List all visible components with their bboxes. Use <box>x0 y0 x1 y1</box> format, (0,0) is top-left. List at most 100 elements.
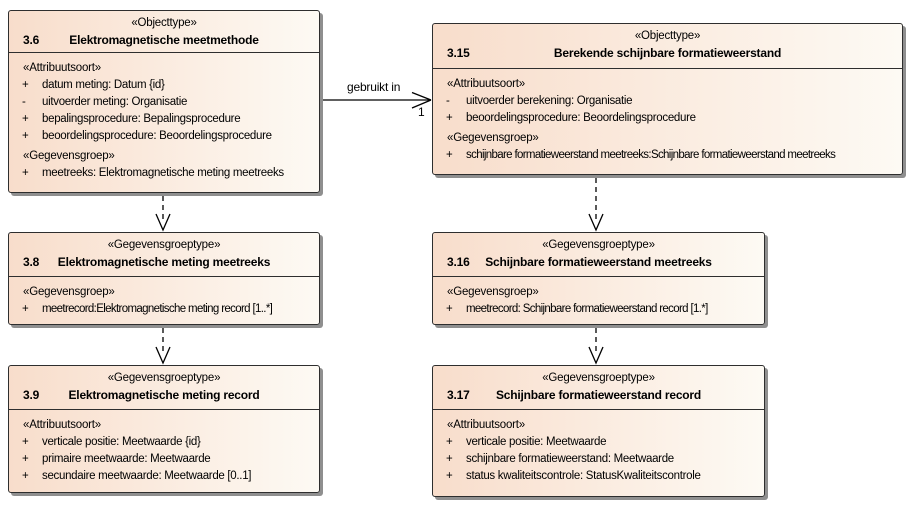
attribute-row: + meetrecord:Elektromagnetische meting re… <box>15 301 313 318</box>
attribute-row: + schijnbare formatieweerstand meetreeks:… <box>439 147 896 164</box>
attribute-row: + bepalingsprocedure: Bepalingsprocedure <box>15 111 313 128</box>
class-name: Schijnbare formatieweerstand record <box>495 388 702 402</box>
attribute-row: + datum meting: Datum {id} <box>15 77 313 94</box>
stereotype-label: «Gegevensgroeptype» <box>542 239 655 251</box>
visibility-marker: + <box>22 167 29 179</box>
class-title-row: 3.17 Schijnbare formatieweerstand record <box>439 387 758 403</box>
visibility-marker: + <box>22 130 29 142</box>
attribute-row: + verticale positie: Meetwaarde {id} <box>15 434 313 451</box>
attribute-text: beoordelingsprocedure: Beoordelingsproce… <box>42 130 272 142</box>
attribute-text: primaire meetwaarde: Meetwaarde <box>42 453 211 465</box>
attribute-group-header: «Gegevensgroep» <box>447 132 539 144</box>
class-title-row: 3.8 Elektromagnetische meting meetreeks <box>15 254 313 270</box>
visibility-marker: + <box>22 79 29 91</box>
attribute-text: meetrecord:Elektromagnetische meting rec… <box>42 303 273 315</box>
class-attributes-compartment: «Gegevensgroep» +meetrecord: Schijnbare … <box>433 277 764 322</box>
visibility-marker: + <box>22 453 29 465</box>
class-box-3-15-berekende-schijnbare-formatieweerstand[interactable]: «Objecttype» 3.15 Berekende schijnbare f… <box>432 23 903 175</box>
attribute-row: + beoordelingsprocedure: Beoordelingsproc… <box>15 128 313 145</box>
attribute-row: +status kwaliteitscontrole: StatusKwalit… <box>439 468 758 485</box>
visibility-marker: + <box>446 149 453 161</box>
attribute-row: + secundaire meetwaarde: Meetwaarde [0..1… <box>15 468 313 485</box>
class-attributes-compartment: «Gegevensgroep» + meetrecord:Elektromagne… <box>9 277 319 322</box>
class-box-3-6-elektromagnetische-meetmethode[interactable]: «Objecttype» 3.6 Elektromagnetische meet… <box>8 10 320 193</box>
class-name: Elektromagnetische meetmethode <box>69 33 259 47</box>
attribute-text: datum meting: Datum {id} <box>42 79 165 91</box>
class-name: Schijnbare formatieweerstand meetreeks <box>485 255 712 269</box>
visibility-marker: + <box>446 453 453 465</box>
visibility-marker: + <box>22 113 29 125</box>
attribute-row: - uitvoerder berekening: Organisatie <box>439 93 896 110</box>
attribute-group-header: «Attribuutsoort» <box>23 419 101 431</box>
class-number: 3.9 <box>23 388 40 402</box>
visibility-marker: + <box>22 303 29 315</box>
class-title-row: 3.15 Berekende schijnbare formatieweerst… <box>439 45 896 61</box>
attribute-text: meetrecord: Schijnbare formatieweerstand… <box>466 303 708 315</box>
attribute-row: + meetreeks: Elektromagnetische meting me… <box>15 165 313 182</box>
class-name: Elektromagnetische meting record <box>68 388 260 402</box>
class-title-compartment: «Gegevensgroeptype» 3.16 Schijnbare form… <box>433 233 764 277</box>
visibility-marker: + <box>446 112 453 124</box>
attribute-text: beoordelingsprocedure: Beoordelingsproce… <box>466 112 696 124</box>
attribute-text: bepalingsprocedure: Bepalingsprocedure <box>42 113 241 125</box>
attribute-text: uitvoerder meting: Organisatie <box>42 96 188 108</box>
attribute-text: verticale positie: Meetwaarde {id} <box>42 436 201 448</box>
attribute-text: uitvoerder berekening: Organisatie <box>466 95 633 107</box>
attribute-row: + primaire meetwaarde: Meetwaarde <box>15 451 313 468</box>
class-number: 3.17 <box>447 388 470 402</box>
class-attributes-compartment: «Attribuutsoort» - uitvoerder berekening:… <box>433 69 902 168</box>
dependency-arrow-left-bottom <box>155 328 171 365</box>
dependency-arrow-right-top <box>588 178 604 232</box>
class-box-3-8-elektromagnetische-meting-meetreeks[interactable]: «Gegevensgroeptype» 3.8 Elektromagnetisc… <box>8 232 320 325</box>
open-v-arrowhead-icon <box>155 213 171 232</box>
visibility-marker: + <box>22 436 29 448</box>
class-number: 3.15 <box>447 46 470 60</box>
attribute-group-header: «Attribuutsoort» <box>447 78 525 90</box>
class-title-row: 3.6 Elektromagnetische meetmethode <box>15 32 313 48</box>
attribute-row: -uitvoerder meting: Organisatie <box>15 94 313 111</box>
attribute-group-header: «Attribuutsoort» <box>447 419 525 431</box>
stereotype-label: «Gegevensgroeptype» <box>107 372 221 384</box>
class-title-compartment: «Gegevensgroeptype» 3.17 Schijnbare form… <box>433 366 764 410</box>
class-title-compartment: «Objecttype» 3.6 Elektromagnetische meet… <box>9 11 319 53</box>
dependency-arrow-right-bottom <box>588 328 604 365</box>
stereotype-label: «Gegevensgroeptype» <box>542 372 655 384</box>
class-name: Elektromagnetische meting meetreeks <box>57 255 271 269</box>
open-v-arrowhead-icon <box>588 346 604 365</box>
attribute-text: secundaire meetwaarde: Meetwaarde [0..1] <box>42 470 252 482</box>
attribute-group-header: «Attribuutsoort» <box>23 62 101 74</box>
visibility-marker: + <box>446 436 453 448</box>
attribute-text: meetreeks: Elektromagnetische meting mee… <box>42 167 284 179</box>
class-title-compartment: «Objecttype» 3.15 Berekende schijnbare f… <box>433 24 902 69</box>
attribute-text: schijnbare formatieweerstand meetreeks:S… <box>466 149 836 161</box>
class-title-row: 3.16 Schijnbare formatieweerstand meetre… <box>439 254 758 270</box>
class-attributes-compartment: «Attribuutsoort» +verticale positie: Mee… <box>433 410 764 489</box>
open-v-arrowhead-icon <box>155 346 171 365</box>
class-title-row: 3.9 Elektromagnetische meting record <box>15 387 313 403</box>
attribute-group-header: «Gegevensgroep» <box>23 286 115 298</box>
stereotype-label: «Gegevensgroeptype» <box>107 239 221 251</box>
association-multiplicity: 1 <box>418 105 425 119</box>
attribute-group-header: «Gegevensgroep» <box>447 286 539 298</box>
class-number: 3.16 <box>447 255 470 269</box>
association-arrow-gebruikt-in <box>320 91 432 109</box>
class-number: 3.8 <box>23 255 40 269</box>
class-box-3-17-schijnbare-formatieweerstand-record[interactable]: «Gegevensgroeptype» 3.17 Schijnbare form… <box>432 365 765 497</box>
attribute-text: schijnbare formatieweerstand: Meetwaarde <box>466 453 674 465</box>
dependency-arrow-left-top <box>155 196 171 232</box>
association-label: gebruikt in <box>347 80 401 94</box>
visibility-marker: - <box>446 95 450 107</box>
class-box-3-9-elektromagnetische-meting-record[interactable]: «Gegevensgroeptype» 3.9 Elektromagnetisc… <box>8 365 320 493</box>
attribute-row: +verticale positie: Meetwaarde <box>439 434 758 451</box>
class-attributes-compartment: «Attribuutsoort» + datum meting: Datum {i… <box>9 53 319 186</box>
class-number: 3.6 <box>23 33 40 47</box>
visibility-marker: + <box>22 470 29 482</box>
attribute-row: + schijnbare formatieweerstand: Meetwaard… <box>439 451 758 468</box>
stereotype-label: «Objecttype» <box>634 30 701 42</box>
attribute-group-header: «Gegevensgroep» <box>23 150 115 162</box>
stereotype-label: «Objecttype» <box>131 17 197 29</box>
open-v-arrowhead-icon <box>588 213 604 232</box>
class-name: Berekende schijnbare formatieweerstand <box>553 46 782 60</box>
class-box-3-16-schijnbare-formatieweerstand-meetreeks[interactable]: «Gegevensgroeptype» 3.16 Schijnbare form… <box>432 232 765 325</box>
